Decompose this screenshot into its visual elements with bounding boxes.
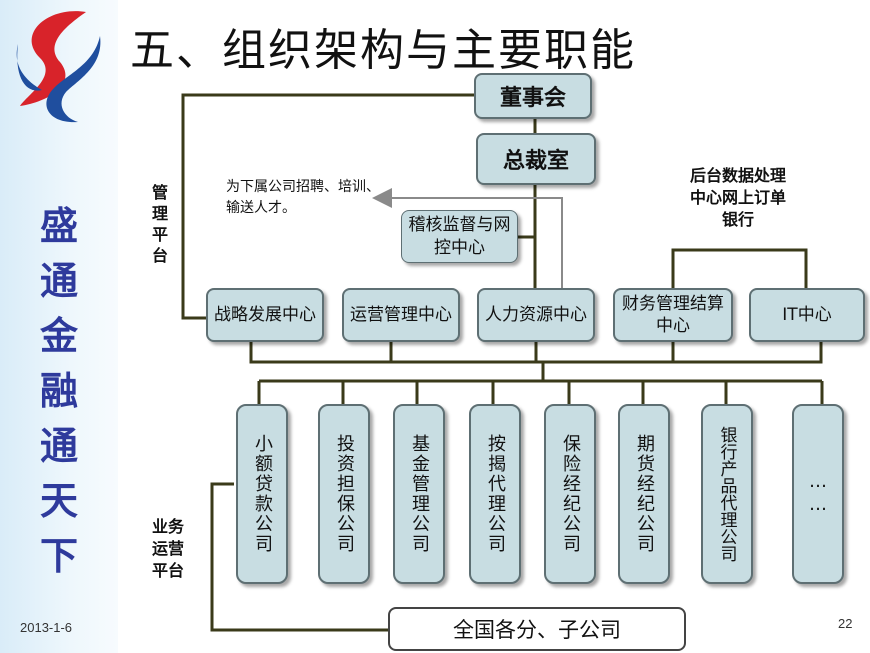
subsidiary-futures-box: 期货经纪公司 xyxy=(618,404,670,584)
subsidiary-bank-products-box: 银行产品代理公司 xyxy=(701,404,753,584)
slogan-char: 金 xyxy=(39,313,78,358)
slogan-char: 天 xyxy=(39,478,78,523)
audit-control-center-box: 稽核监督与网控中心 xyxy=(401,210,518,263)
slogan-char: 下 xyxy=(39,533,78,578)
subsidiary-insurance-box: 保险经纪公司 xyxy=(544,404,596,584)
slogan-char: 融 xyxy=(39,368,78,413)
subsidiary-guarantee-box: 投资担保公司 xyxy=(318,404,370,584)
board-of-directors-box: 董事会 xyxy=(474,73,592,119)
hr-center-box: 人力资源中心 xyxy=(477,288,595,342)
slogan-char: 通 xyxy=(39,423,78,468)
strategy-center-box: 战略发展中心 xyxy=(206,288,324,342)
finance-center-box: 财务管理结算中心 xyxy=(613,288,733,342)
company-logo-icon xyxy=(16,11,101,123)
operations-center-box: 运营管理中心 xyxy=(342,288,460,342)
backoffice-note: 后台数据处理中心网上订单银行 xyxy=(689,166,786,229)
hr-function-note: 为下属公司招聘、培训、输送人才。 xyxy=(226,179,380,216)
subsidiary-microloan-box: 小额贷款公司 xyxy=(236,404,288,584)
slide-date: 2013-1-6 xyxy=(20,620,73,635)
slogan-char: 盛 xyxy=(39,203,78,248)
it-center-box: IT中心 xyxy=(749,288,865,342)
slogan-char: 通 xyxy=(39,258,78,303)
page-title: 五、组织架构与主要职能 xyxy=(130,25,636,76)
slogan-vertical: 盛 通 金 融 通 天 下 xyxy=(34,198,84,583)
branches-box: 全国各分、子公司 xyxy=(388,607,686,651)
business-platform-label: 业务运营平台 xyxy=(152,517,185,580)
management-platform-label: 管理平台 xyxy=(151,183,168,265)
president-office-box: 总裁室 xyxy=(476,133,596,185)
page-number: 22 xyxy=(838,616,853,631)
subsidiary-more-box: …… xyxy=(792,404,844,584)
subsidiary-mortgage-box: 按揭代理公司 xyxy=(469,404,521,584)
subsidiary-fund-box: 基金管理公司 xyxy=(393,404,445,584)
